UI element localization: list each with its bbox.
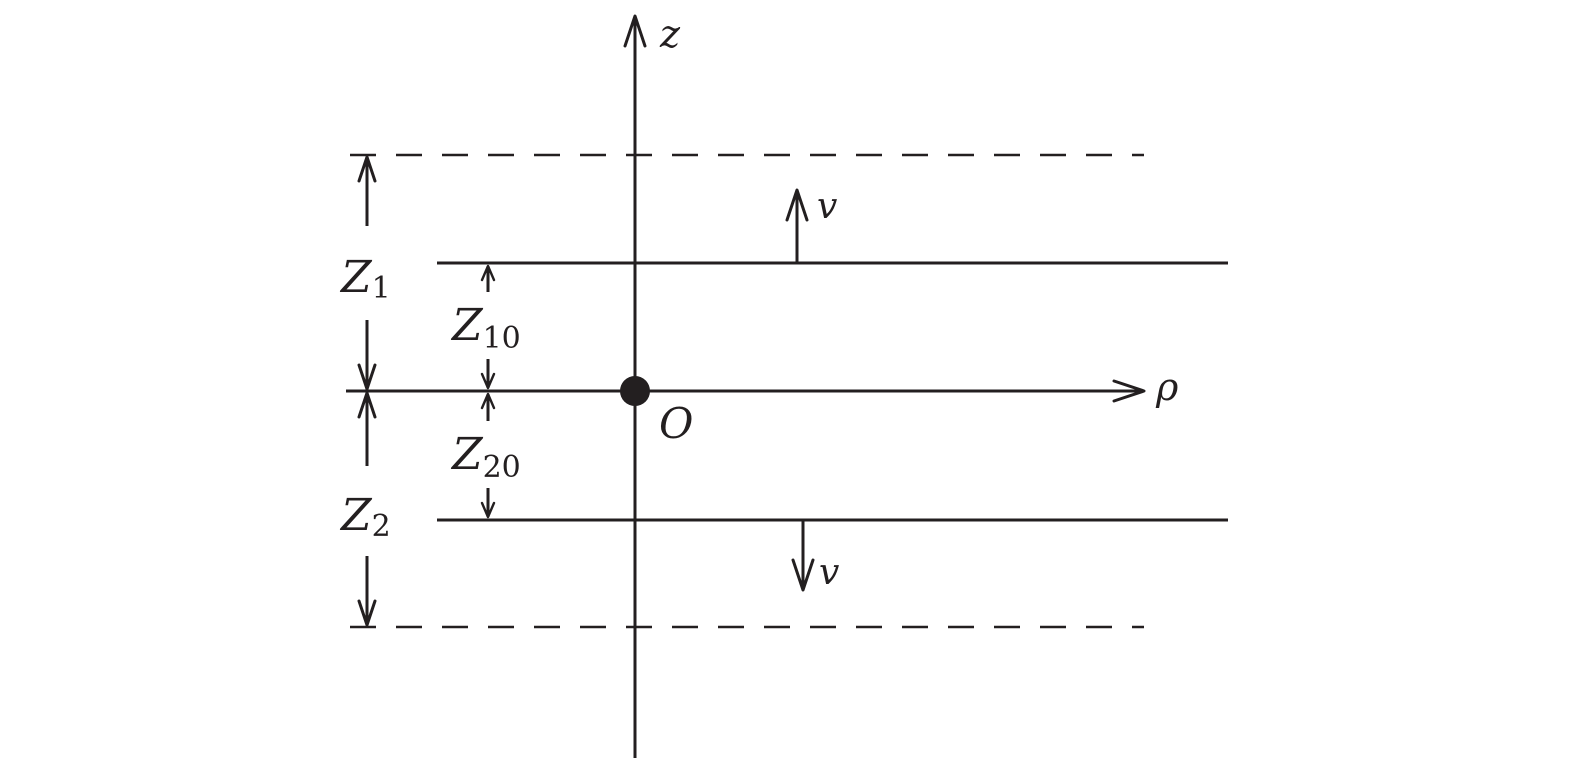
z2-dimension-arrows [357,391,377,627]
velocity-label-bottom: v [819,552,839,593]
rho-axis-label: ρ [1155,365,1179,409]
z10-dimension-arrows [480,264,496,390]
velocity-label-top: v [817,186,837,227]
origin-point [620,376,650,406]
z1-dimension-arrows [357,155,377,391]
rho-axis [346,379,1146,403]
z1-label: Z1 [339,252,391,306]
z20-dimension-arrows [480,392,496,519]
velocity-arrow-down [791,520,815,592]
velocity-arrow-up [785,188,809,263]
z20-label: Z20 [450,429,521,485]
z10-label: Z10 [450,300,521,356]
z-axis-label: z [659,12,681,56]
z2-label: Z2 [339,490,391,544]
origin-label: O [659,399,693,448]
